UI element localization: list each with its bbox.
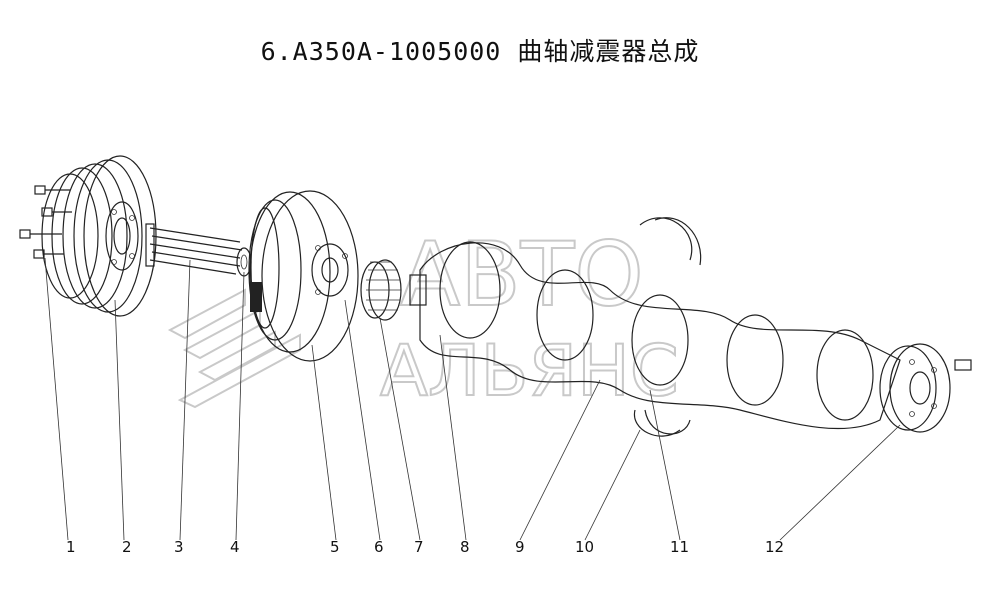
watermark: АВТО АЛЬЯНС (167, 222, 680, 413)
callout-10: 10 (575, 538, 594, 556)
part-long-bolts (145, 223, 243, 275)
callout-9: 9 (515, 538, 525, 556)
callout-6: 6 (374, 538, 384, 556)
part-thrust-rings (633, 217, 702, 437)
callout-7: 7 (414, 538, 424, 556)
part-crankshaft (409, 241, 901, 430)
callout-1: 1 (66, 538, 76, 556)
part-flange (879, 343, 972, 433)
callout-4: 4 (230, 538, 240, 556)
watermark-line2: АЛЬЯНС (380, 330, 679, 412)
callout-8: 8 (460, 538, 470, 556)
part-damper (248, 190, 359, 362)
watermark-logo-icon (167, 288, 301, 409)
part-gear (360, 259, 402, 321)
callout-12: 12 (765, 538, 784, 556)
diagram-title: 6.A350A-1005000 曲轴减震器总成 (260, 37, 700, 66)
callout-3: 3 (174, 538, 184, 556)
part-bolts (19, 185, 72, 259)
callout-labels: 1 2 3 4 5 6 7 8 9 10 11 12 (66, 538, 784, 556)
part-pulley (41, 155, 157, 317)
callout-5: 5 (330, 538, 340, 556)
watermark-line1: АВТО (400, 223, 644, 326)
callout-2: 2 (122, 538, 132, 556)
leader-lines (44, 257, 901, 541)
callout-11: 11 (670, 538, 689, 556)
